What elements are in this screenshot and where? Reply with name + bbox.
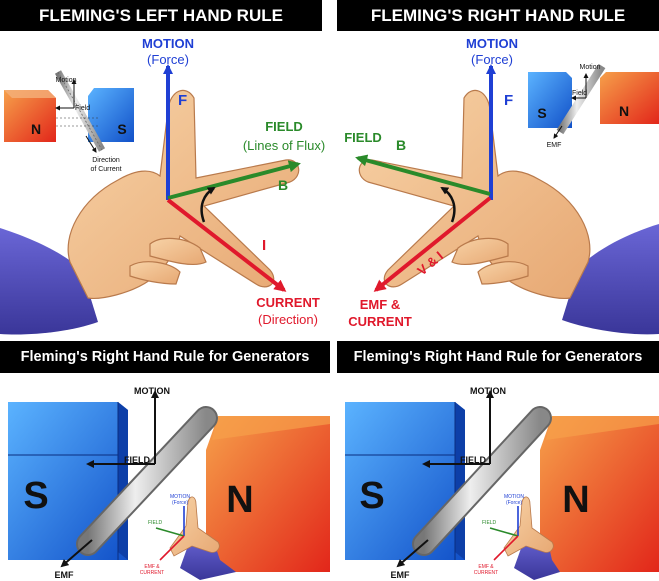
inset-north: N (31, 121, 41, 137)
inset-south-right: S (537, 105, 546, 121)
generator-right-title: Fleming's Right Hand Rule for Generators (337, 341, 659, 373)
right-hand (358, 89, 591, 299)
generator-left-mini-current: CURRENT (140, 570, 164, 576)
current-sublabel: (Direction) (258, 312, 318, 327)
generator-right-north: N (562, 479, 589, 521)
rotation-arrow (200, 186, 216, 223)
force-symbol-right: F (504, 92, 513, 109)
left-hand-panel: F MOTION (Force) B FIELD (Lines of Flux)… (0, 36, 325, 335)
force-symbol: F (178, 92, 187, 109)
generator-right-field: FIELD (460, 455, 486, 465)
generator-right-mini-force: (Force) (506, 500, 522, 506)
inset-emf-label-right: EMF (547, 142, 562, 149)
rotation-arrow-right (440, 186, 456, 223)
left-sleeve (0, 228, 98, 335)
emf-label-2: CURRENT (348, 314, 412, 329)
generator-right-mini-field: FIELD (482, 520, 497, 526)
field-symbol: B (278, 177, 288, 193)
generator-right-mini-current: CURRENT (474, 570, 498, 576)
inset-direction-label: Direction (92, 157, 120, 164)
generator-left-north: N (226, 479, 253, 521)
field-label: FIELD (265, 119, 303, 134)
current-arrow (166, 198, 287, 292)
generator-right-emf: EMF (391, 570, 411, 580)
generator-left: S N MOTION FIELD EMF MOTION (Force) FIEL… (8, 386, 330, 580)
right-inset: S N Motion Field EMF (528, 63, 659, 149)
motion-label: MOTION (142, 36, 194, 51)
generator-left-mini-field: FIELD (148, 520, 163, 526)
inset-field-label-right: Field (572, 90, 587, 97)
generator-left-mini-motion: MOTION (170, 494, 190, 500)
current-symbol: I (262, 237, 266, 254)
inset-motion-label-right: Motion (579, 64, 600, 71)
generator-right-mini-motion: MOTION (504, 494, 524, 500)
field-arrow (167, 160, 301, 200)
generator-left-mini-hand: MOTION (Force) FIELD EMF & CURRENT (140, 494, 236, 580)
generator-left-field: FIELD (124, 455, 150, 465)
right-hand-rule-title: FLEMING'S RIGHT HAND RULE (337, 0, 659, 31)
motion-label-right: MOTION (466, 36, 518, 51)
field-symbol-right: B (396, 137, 406, 153)
motion-sublabel: (Force) (147, 52, 189, 67)
generator-right-south: S (359, 475, 384, 517)
inset-of-current-label: of Current (90, 166, 121, 173)
current-label: CURRENT (256, 295, 320, 310)
inset-field-label: Field (75, 105, 90, 112)
generator-left-motion: MOTION (134, 386, 170, 396)
right-sleeve (562, 224, 659, 335)
inset-south: S (117, 121, 126, 137)
field-label-right: FIELD (344, 130, 382, 145)
generator-left-south: S (23, 475, 48, 517)
generator-left-title: Fleming's Right Hand Rule for Generators (0, 341, 330, 373)
generator-left-mini-emf: EMF & (144, 564, 160, 570)
inset-north-right: N (619, 103, 629, 119)
generator-left-mini-force: (Force) (172, 500, 188, 506)
emf-label-1: EMF & (360, 297, 400, 312)
left-inset: N S Motion Field Direction of Current (4, 70, 134, 173)
right-hand-panel: F MOTION (Force) B FIELD V & I EMF & CUR… (344, 36, 659, 335)
generator-right: S N MOTION FIELD EMF MOTION (Force) FIEL… (345, 386, 659, 580)
field-arrow-right (355, 154, 491, 196)
inset-motion-label: Motion (55, 77, 76, 84)
emf-arrow (373, 196, 492, 292)
generator-right-motion: MOTION (470, 386, 506, 396)
left-hand-rule-title: FLEMING'S LEFT HAND RULE (0, 0, 322, 31)
generator-right-mini-hand: MOTION (Force) FIELD EMF & CURRENT (474, 494, 560, 580)
motion-sublabel-right: (Force) (471, 52, 513, 67)
generator-right-mini-emf: EMF & (478, 564, 494, 570)
field-sublabel: (Lines of Flux) (243, 138, 325, 153)
generator-left-emf: EMF (55, 570, 75, 580)
